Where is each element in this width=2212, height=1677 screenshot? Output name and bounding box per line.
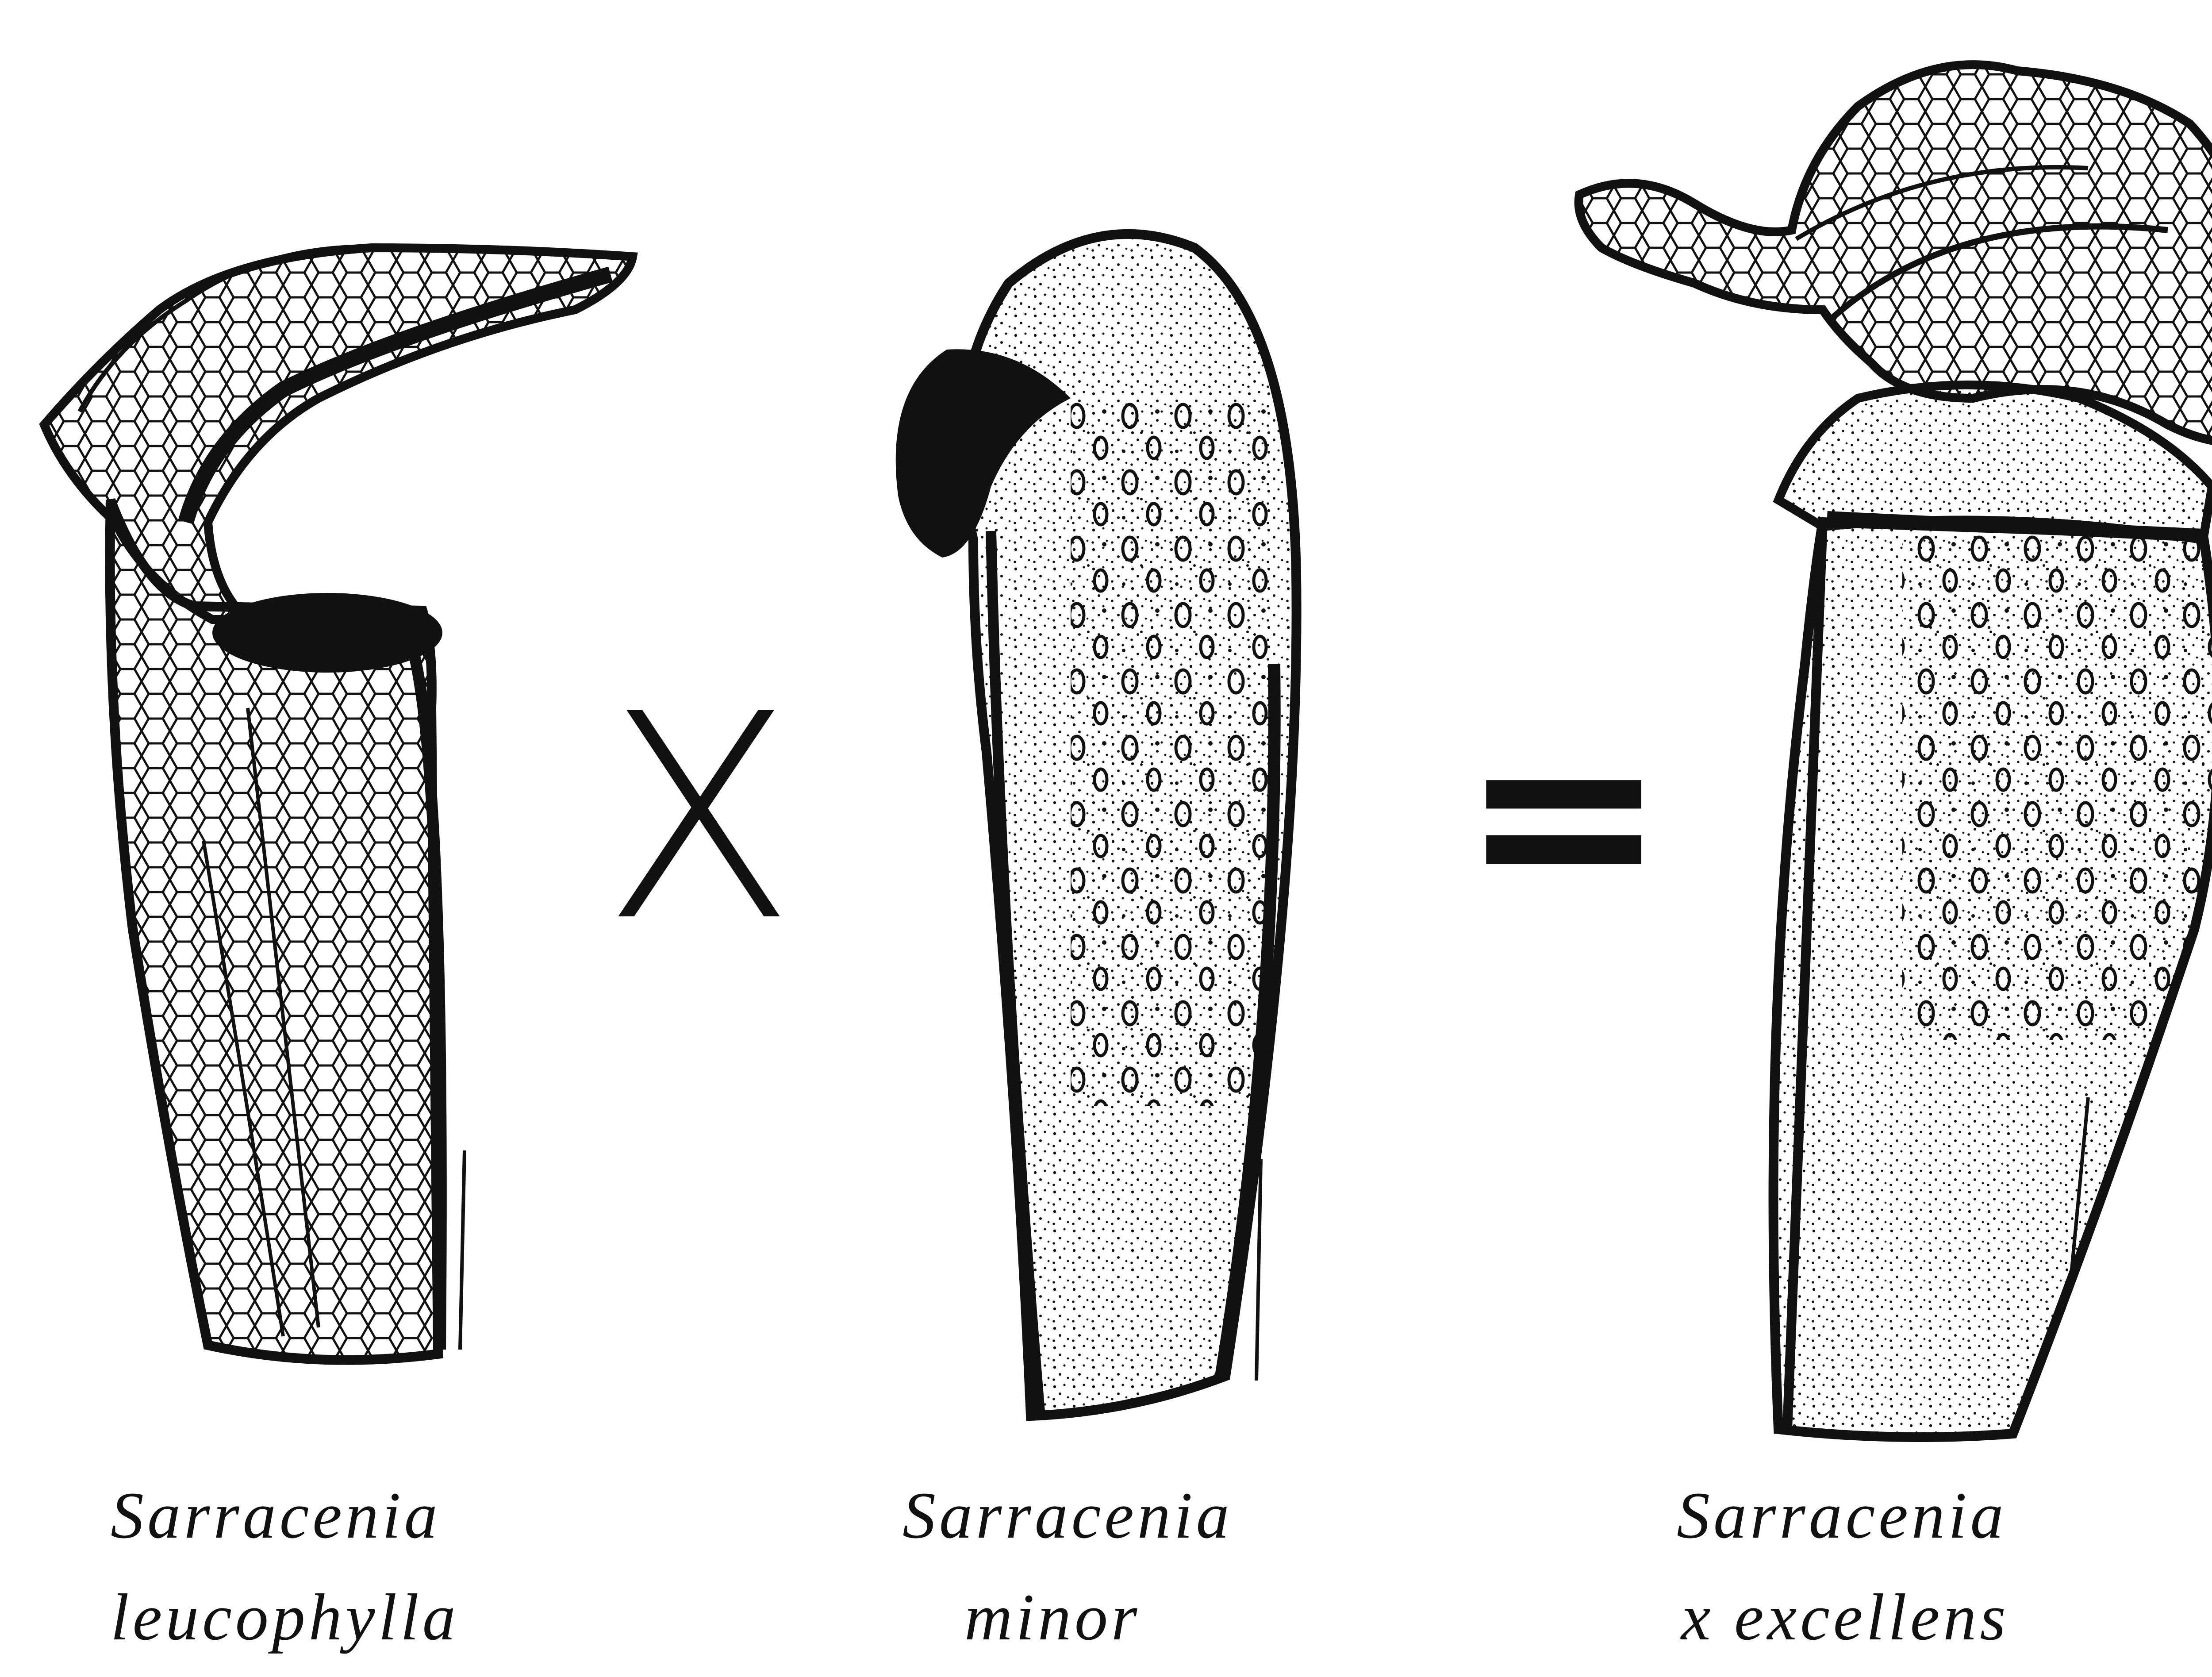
caption-genus-3: Sarracenia — [1677, 1482, 2007, 1549]
caption-species-3: x excellens — [1681, 1584, 2009, 1650]
caption-genus-1: Sarracenia — [111, 1482, 441, 1549]
caption-species-2: minor — [964, 1584, 1141, 1650]
cross-symbol: X — [602, 677, 795, 960]
equals-symbol: = — [1460, 690, 1667, 938]
excellens-pitcher — [1579, 65, 2212, 1437]
caption-genus-2: Sarracenia — [902, 1482, 1233, 1549]
minor-pitcher — [896, 234, 1297, 1416]
caption-species-1: leucophylla — [111, 1584, 459, 1650]
excellens-hood — [1579, 65, 2212, 443]
leucophylla-pitcher — [44, 247, 633, 1360]
